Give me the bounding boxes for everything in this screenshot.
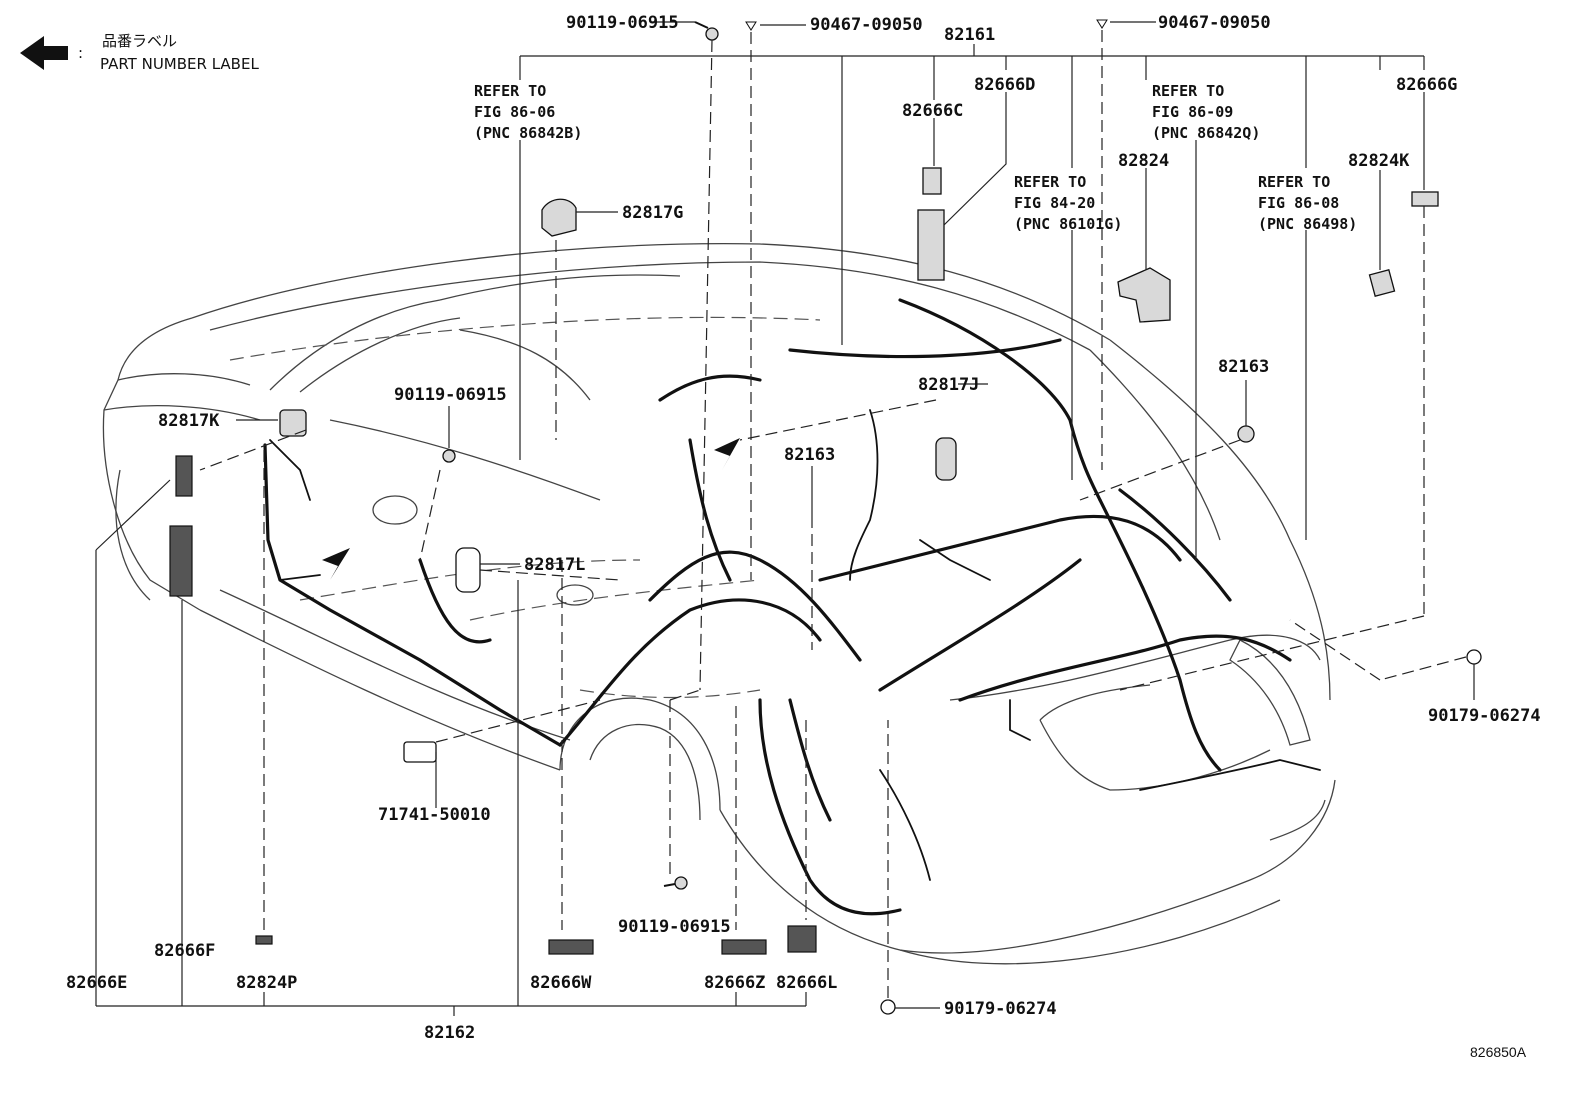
label-82666W: 82666W [530, 973, 592, 993]
junction-82666e-shape [169, 525, 193, 597]
refer-fig-86-09: REFER TO FIG 86-09 (PNC 86842Q) [1152, 82, 1260, 142]
label-82666E: 82666E [66, 973, 127, 993]
label-82162: 82162 [424, 1023, 475, 1043]
grommet-82817j-shape [935, 437, 957, 481]
connector-82163-right-shape [1237, 425, 1255, 443]
connector-82666z-shape [721, 939, 767, 955]
refer-86-09-line-3: (PNC 86842Q) [1152, 124, 1260, 142]
label-82163-mid: 82163 [784, 445, 835, 465]
label-82824: 82824 [1118, 151, 1169, 171]
label-90467-09050-right: 90467-09050 [1158, 13, 1271, 33]
clamp-82817k-shape [279, 409, 307, 437]
clip-90179-bottom-shape [880, 999, 896, 1015]
label-90119-06915-bottom: 90119-06915 [618, 917, 731, 937]
refer-86-08-line-2: FIG 86-08 [1258, 194, 1339, 212]
pad-71741-shape [403, 741, 437, 763]
refer-86-09-line-1: REFER TO [1152, 82, 1224, 100]
part-number-label-legend: : 品番ラベル PART NUMBER LABEL [20, 32, 259, 73]
label-82163-right: 82163 [1218, 357, 1269, 377]
legend-separator: : [78, 44, 83, 62]
label-90119-06915-left: 90119-06915 [394, 385, 507, 405]
label-82824P: 82824P [236, 973, 297, 993]
grommet-82817g-shape [541, 198, 577, 237]
refer-86-09-line-2: FIG 86-09 [1152, 103, 1233, 121]
label-82666G: 82666G [1396, 75, 1457, 95]
relay-82666d-shape [917, 209, 945, 281]
clip-icon [1096, 19, 1108, 29]
label-82161: 82161 [944, 25, 995, 45]
refer-84-20-line-2: FIG 84-20 [1014, 194, 1095, 212]
label-82666L: 82666L [776, 973, 837, 993]
left-arrow-icon [20, 36, 68, 70]
components [169, 19, 1482, 1015]
label-90467-09050-left: 90467-09050 [810, 15, 923, 35]
label-90119-06915-top: 90119-06915 [566, 13, 679, 33]
label-82666F: 82666F [154, 941, 215, 961]
refer-86-08-line-1: REFER TO [1258, 173, 1330, 191]
refer-86-06-line-1: REFER TO [474, 82, 546, 100]
clip-icon [745, 21, 757, 31]
refer-to-blocks: REFER TO FIG 86-06 (PNC 86842B) REFER TO… [474, 82, 1357, 233]
label-82824K: 82824K [1348, 151, 1410, 171]
bolt-icon [694, 21, 719, 41]
refer-fig-84-20: REFER TO FIG 84-20 (PNC 86101G) [1014, 173, 1122, 233]
label-82666D: 82666D [974, 75, 1035, 95]
refer-84-20-line-3: (PNC 86101G) [1014, 215, 1122, 233]
connector-82666c-shape [922, 167, 942, 195]
label-90179-06274-bottom: 90179-06274 [944, 999, 1057, 1019]
refer-86-06-line-3: (PNC 86842B) [474, 124, 582, 142]
label-82666C: 82666C [902, 101, 963, 121]
connector-82666g-shape [1411, 191, 1439, 207]
leader-lines [95, 21, 1475, 1016]
wire-harness [263, 298, 1321, 916]
label-82817J: 82817J [918, 375, 979, 395]
label-71741-50010: 71741-50010 [378, 805, 491, 825]
grommet-82817l-shape [455, 547, 481, 593]
clip-90119-left-shape [442, 449, 456, 463]
legend-label-en: PART NUMBER LABEL [100, 55, 259, 73]
refer-84-20-line-1: REFER TO [1014, 173, 1086, 191]
bolt-icon [663, 876, 688, 890]
clip-90179-right-shape [1466, 649, 1482, 665]
label-82817K: 82817K [158, 411, 220, 431]
refer-fig-86-08: REFER TO FIG 86-08 (PNC 86498) [1258, 173, 1357, 233]
junction-82666f-shape [175, 455, 193, 497]
connector-82824k-shape [1368, 268, 1396, 298]
refer-fig-86-06: REFER TO FIG 86-06 (PNC 86842B) [474, 82, 582, 142]
label-arrow-icon [714, 438, 740, 470]
label-arrow-icon [322, 548, 350, 580]
refer-86-08-line-3: (PNC 86498) [1258, 215, 1357, 233]
part-labels: 90119-06915 90467-09050 82161 90467-0905… [66, 13, 1541, 1043]
bracket-82824-shape [1117, 267, 1171, 323]
connector-82666l-shape [787, 925, 817, 953]
label-82817L: 82817L [524, 555, 585, 575]
label-90179-06274-right: 90179-06274 [1428, 706, 1541, 726]
refer-86-06-line-2: FIG 86-06 [474, 103, 555, 121]
connector-82666w-shape [548, 939, 594, 955]
car-body-outline [102, 243, 1336, 965]
legend-label-jp: 品番ラベル [102, 32, 177, 50]
connector-82824p-shape [255, 935, 273, 945]
label-82666Z: 82666Z [704, 973, 765, 993]
diagram-code: 826850A [1470, 1044, 1527, 1060]
label-82817G: 82817G [622, 203, 683, 223]
